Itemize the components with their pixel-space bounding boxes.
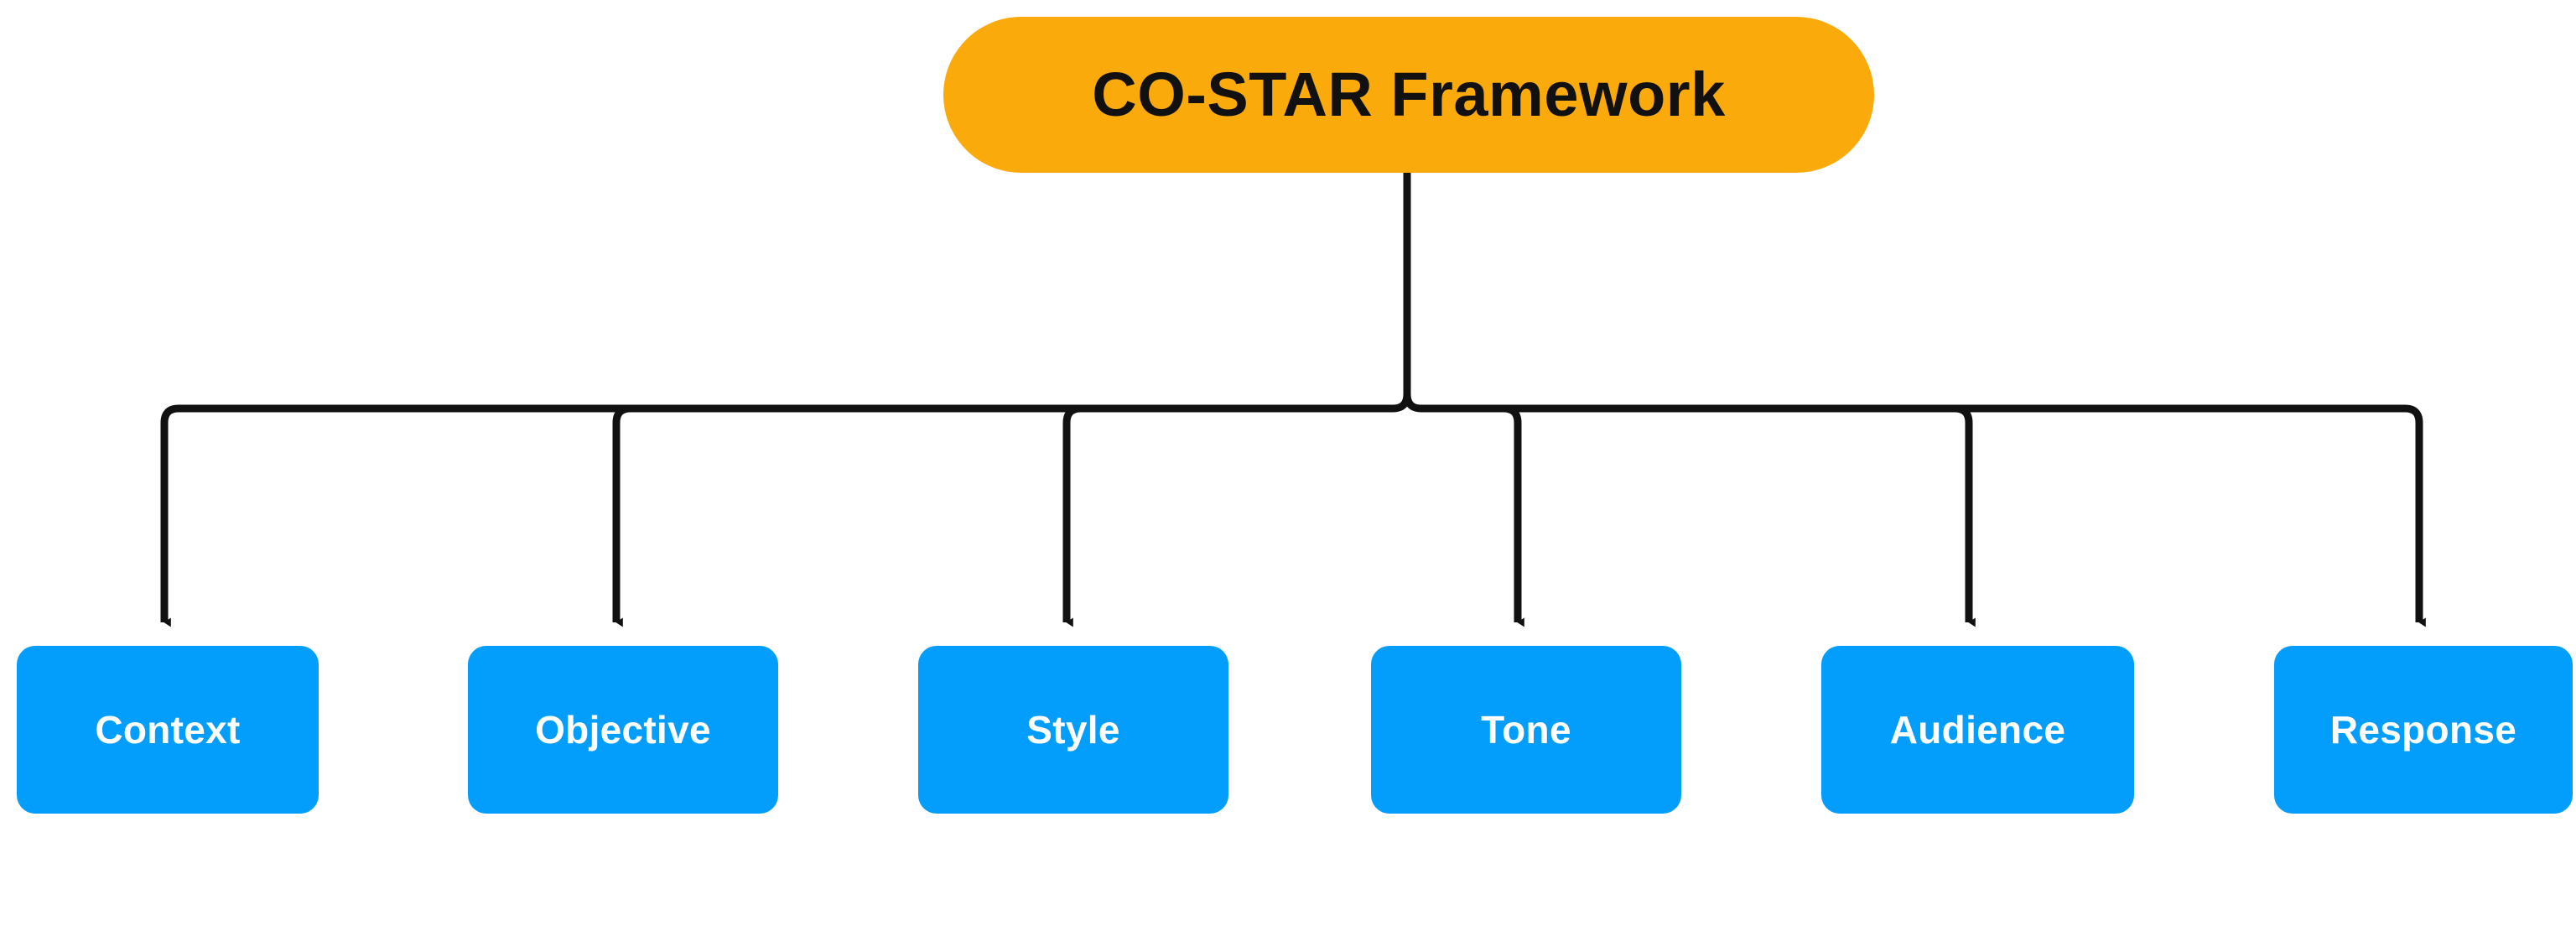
node-child-label: Tone — [1481, 708, 1571, 752]
node-child-label: Style — [1026, 708, 1120, 752]
node-child-context[interactable]: Context — [17, 646, 319, 814]
connector-bus-left — [160, 404, 1393, 627]
node-root-label: CO-STAR Framework — [1092, 60, 1726, 129]
node-child-response[interactable]: Response — [2274, 646, 2573, 814]
connector-drop-style — [1062, 404, 1082, 627]
node-child-audience[interactable]: Audience — [1821, 646, 2134, 814]
connector-drop-objective — [612, 404, 631, 627]
connector-root-stem-left — [1392, 393, 1411, 413]
connector-bus-right — [1421, 404, 2426, 627]
node-child-objective[interactable]: Objective — [468, 646, 778, 814]
node-child-label: Context — [95, 708, 241, 752]
node-root-costar-framework[interactable]: CO-STAR Framework — [943, 17, 1874, 173]
connector-drop-audience — [1954, 404, 1976, 627]
node-child-label: Audience — [1889, 708, 2066, 752]
node-child-label: Response — [2329, 708, 2517, 752]
node-child-style[interactable]: Style — [918, 646, 1228, 814]
connector-drop-tone — [1503, 404, 1524, 627]
node-child-label: Objective — [535, 708, 711, 752]
connector-root-stem — [1403, 173, 1422, 413]
node-child-tone[interactable]: Tone — [1371, 646, 1681, 814]
